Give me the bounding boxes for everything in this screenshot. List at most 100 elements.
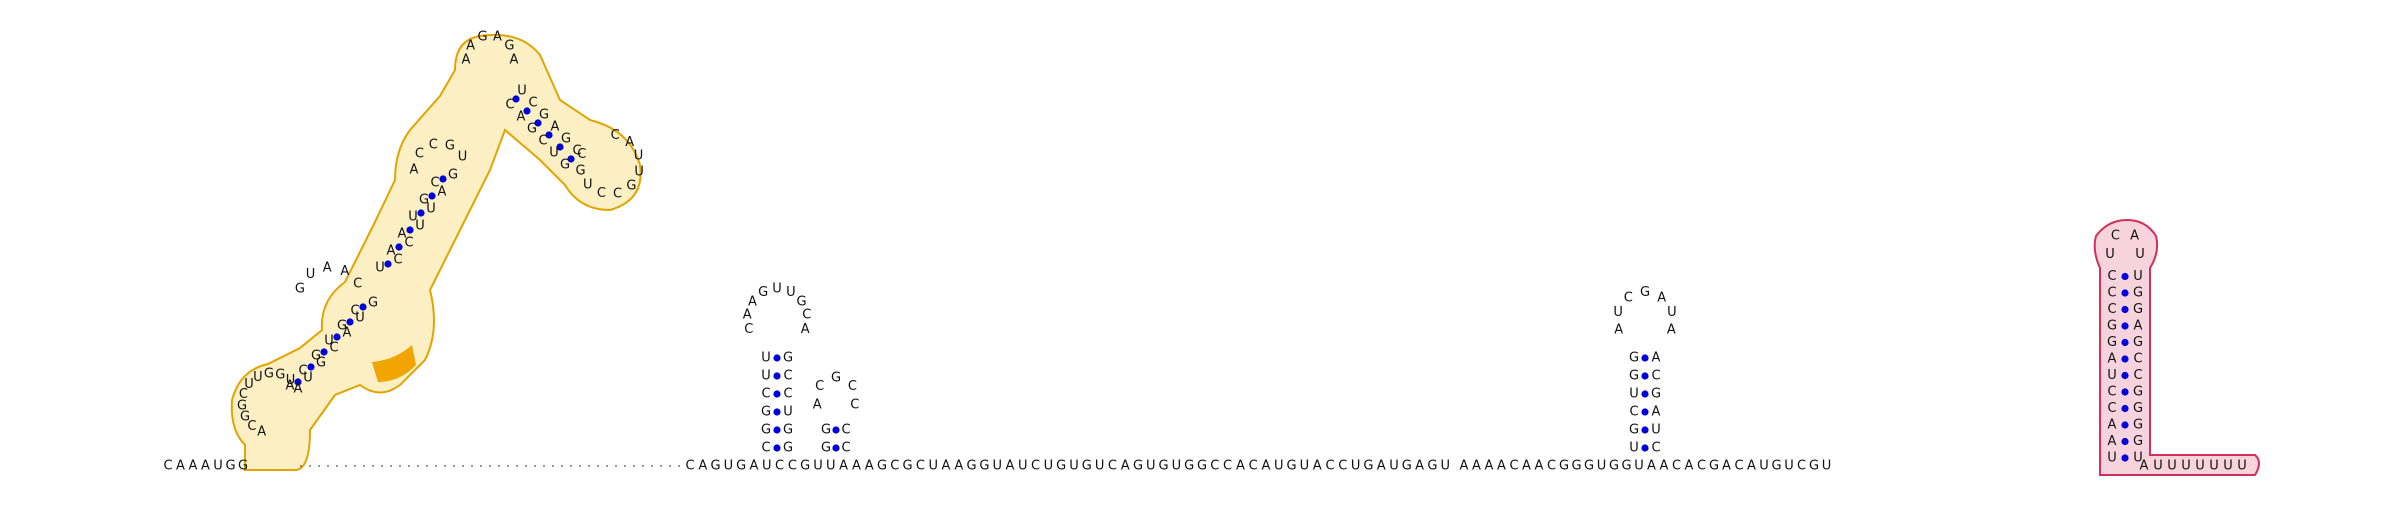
nucleotide-33: A: [340, 264, 349, 279]
base-pair-dot: [545, 131, 553, 139]
nucleotide-1: A: [176, 459, 185, 474]
nucleotide-180: U: [1651, 423, 1661, 438]
nucleotide-140: C: [761, 441, 770, 456]
nucleotide-71: A: [625, 135, 634, 150]
base-pair-dot: [2121, 355, 2129, 363]
nucleotide-95: G: [877, 459, 887, 474]
nucleotide-74: G: [626, 179, 636, 194]
nucleotide-68: G: [560, 158, 570, 173]
nucleotide-63: G: [539, 108, 549, 123]
base-pair-dot: [1641, 372, 1649, 380]
nucleotide-243: U: [2105, 247, 2115, 262]
nucleotide-147: C: [783, 369, 792, 384]
nucleotide-23: C: [329, 341, 338, 356]
nucleotide-202: G: [1621, 459, 1631, 474]
nucleotide-183: U: [1613, 305, 1623, 320]
nucleotide-90: U: [813, 459, 823, 474]
nucleotide-144: U: [761, 369, 771, 384]
base-pair-dot: [556, 143, 564, 151]
nucleotide-45: C: [430, 176, 439, 191]
nucleotide-247: A: [2140, 459, 2149, 474]
nucleotide-50: G: [445, 138, 455, 153]
nucleotide-218: U: [1822, 459, 1832, 474]
nucleotide-75: C: [613, 187, 622, 202]
base-pair-dot: [773, 426, 781, 434]
nucleotide-94: A: [865, 459, 874, 474]
nucleotide-254: U: [2237, 459, 2247, 474]
nucleotide-26: G: [337, 319, 347, 334]
nucleotide-236: C: [2133, 352, 2142, 367]
nucleotide-70: C: [611, 128, 620, 143]
nucleotide-131: C: [1338, 459, 1347, 474]
nucleotide-222: C: [2107, 401, 2116, 416]
nucleotide-242: U: [2133, 451, 2143, 466]
nucleotide-244: C: [2111, 228, 2120, 243]
nucleotide-47: A: [410, 163, 419, 178]
base-pair-dot: [2121, 437, 2129, 446]
nucleotide-112: U: [1095, 459, 1105, 474]
nucleotide-121: C: [1210, 459, 1219, 474]
nucleotide-217: G: [1809, 459, 1819, 474]
nucleotide-190: A: [1472, 459, 1481, 474]
nucleotide-200: U: [1597, 459, 1607, 474]
base-pair-dot: [2121, 388, 2129, 396]
base-pair-dot: [1641, 390, 1649, 398]
nucleotide-8: C: [247, 419, 256, 434]
nucleotide-168: C: [848, 379, 857, 394]
nucleotide-154: A: [748, 294, 757, 309]
base-pair-dot: [1641, 444, 1649, 452]
nucleotide-2: A: [189, 459, 198, 474]
nucleotide-89: G: [800, 459, 810, 474]
nucleotide-215: U: [1784, 459, 1794, 474]
nucleotide-138: G: [1427, 459, 1437, 474]
nucleotide-98: C: [916, 459, 925, 474]
nucleotide-220: A: [2108, 434, 2117, 449]
nucleotide-171: G: [1629, 423, 1639, 438]
nucleotide-103: G: [979, 459, 989, 474]
nucleotide-142: G: [761, 405, 771, 420]
nucleotide-81: A: [698, 459, 707, 474]
nucleotide-110: U: [1069, 459, 1079, 474]
nucleotide-101: A: [954, 459, 963, 474]
nucleotide-42: U: [426, 202, 436, 217]
nucleotide-88: C: [788, 459, 797, 474]
base-pair-dot: [2121, 272, 2129, 281]
nucleotide-84: G: [736, 459, 746, 474]
nucleotide-24: U: [324, 334, 334, 349]
nucleotide-230: C: [2107, 269, 2116, 284]
nucleotide-119: G: [1184, 459, 1194, 474]
base-pair-dot: [773, 372, 781, 380]
nucleotide-225: A: [2108, 352, 2117, 367]
nucleotide-76: C: [597, 186, 606, 201]
nucleotide-35: U: [375, 261, 385, 276]
nucleotide-253: U: [2223, 459, 2233, 474]
nucleotide-41: U: [408, 210, 418, 225]
nucleotide-93: A: [852, 459, 861, 474]
nucleotide-211: C: [1734, 459, 1743, 474]
nucleotide-172: C: [1629, 405, 1638, 420]
yellow-domain-highlight: [230, 33, 642, 471]
base-pair-dot: [294, 378, 302, 386]
nucleotide-139: U: [1440, 459, 1450, 474]
nucleotide-141: G: [761, 423, 771, 438]
nucleotide-106: U: [1018, 459, 1028, 474]
nucleotide-97: G: [903, 459, 913, 474]
nucleotide-151: G: [783, 441, 793, 456]
nucleotide-181: C: [1651, 441, 1660, 456]
nucleotide-249: U: [2167, 459, 2177, 474]
base-pair-dot: [773, 444, 781, 452]
base-pair-dot: [2121, 421, 2129, 429]
base-pair-dot: [567, 155, 575, 163]
nucleotide-207: A: [1685, 459, 1694, 474]
nucleotide-86: U: [762, 459, 772, 474]
nucleotide-178: G: [1651, 387, 1661, 402]
highlight-layer: [230, 33, 2260, 476]
nucleotide-130: C: [1325, 459, 1334, 474]
nucleotide-27: U: [355, 311, 365, 326]
nucleotide-18: A: [286, 379, 295, 394]
nucleotide-59: U: [517, 84, 527, 99]
nucleotide-77: U: [583, 178, 593, 193]
nucleotide-48: C: [415, 147, 424, 162]
nucleotide-227: G: [2107, 319, 2117, 334]
nucleotide-3: A: [201, 459, 210, 474]
